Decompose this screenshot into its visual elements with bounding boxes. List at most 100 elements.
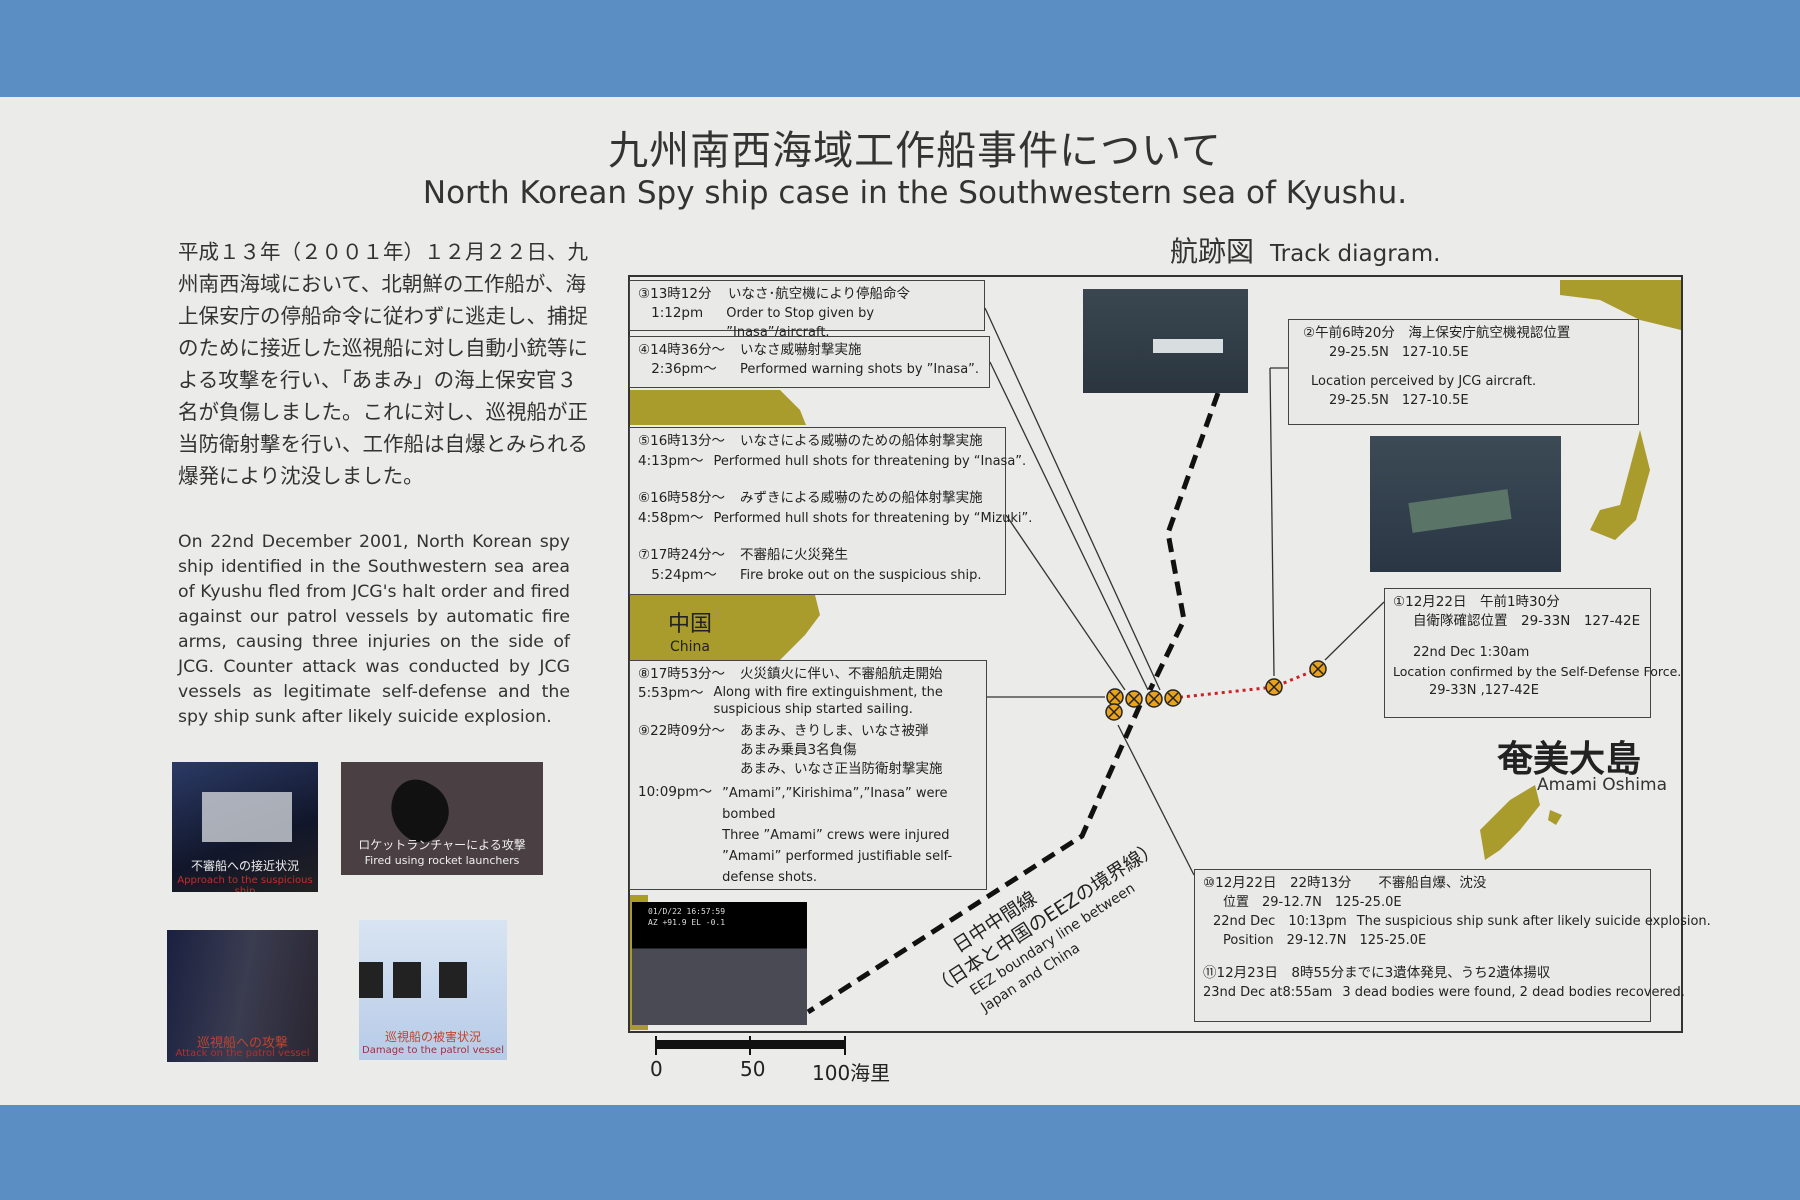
event-time-jp: ⑨22時09分～: [638, 723, 725, 739]
event-jp: 自衛隊確認位置 29-33N 127-42E: [1413, 613, 1641, 629]
photo-caption-en: Attack on the patrol vessel: [175, 1048, 310, 1059]
event-jp: ①12月22日 午前1時30分: [1393, 594, 1560, 610]
island-north-right: [1560, 280, 1681, 330]
event-en: Location confirmed by the Self-Defense F…: [1393, 664, 1682, 679]
event-time-en: 4:13pm～: [638, 452, 704, 469]
photo-caption-jp: ロケットランチャーによる攻撃: [358, 838, 526, 852]
photo-approach: 不審船への接近状況 Approach to the suspicious shi…: [172, 762, 318, 892]
event-jp: 火災鎮火に伴い、不審船航走開始: [740, 666, 943, 682]
photo-caption-jp: 巡視船への攻撃: [196, 1036, 288, 1051]
map-photo-video: 01/D/22 16:57:59 AZ +91.9 EL -0.1: [632, 902, 807, 1025]
event-time-jp: ③13時12分: [638, 286, 712, 302]
event-jp: ②午前6時20分 海上保安庁航空機視認位置: [1303, 325, 1571, 341]
event-jp: いなさ威嚇射撃実施: [740, 342, 862, 358]
photo-caption-jp: 不審船への接近状況: [190, 859, 299, 873]
event-en: Location perceived by JCG aircraft.: [1311, 374, 1537, 389]
track-diagram-heading: 航跡図 Track diagram.: [1170, 230, 1440, 270]
track-heading-jp: 航跡図: [1170, 235, 1255, 268]
china-coast-north: [630, 390, 806, 425]
event-jp: 不審船に火災発生: [740, 547, 848, 563]
map-photo-spyship: [1370, 436, 1561, 572]
video-timestamp: 01/D/22 16:57:59: [648, 907, 726, 916]
event-time-jp: ④14時36分～: [638, 342, 725, 358]
scale-label-50: 50: [740, 1057, 766, 1081]
event-time-jp: ⑤16時13分～: [638, 433, 725, 449]
ship-track: [1147, 392, 1221, 692]
event-jp: いなさによる威嚇のための船体射撃実施: [740, 433, 983, 449]
event-1-box: ①12月22日 午前1時30分 自衛隊確認位置 29-33N 127-42E 2…: [1384, 588, 1682, 718]
event-time-jp: ⑧17時53分～: [638, 666, 725, 682]
amami-island: [1480, 785, 1540, 860]
event-en: Performed hull shots for threatening by …: [713, 510, 1033, 526]
islet: [1548, 810, 1562, 825]
event-en: Along with fire extinguishment, the susp…: [713, 685, 943, 717]
event-2-box: ②午前6時20分 海上保安庁航空機視認位置 29-25.5N 127-10.5E…: [1288, 319, 1639, 425]
leader-lines: [984, 307, 1385, 876]
event-jp: あまみ乗員3名負傷: [740, 742, 857, 758]
event-en: Performed warning shots by ”Inasa”.: [740, 362, 980, 377]
event-time-en: 1:12pm: [651, 305, 704, 321]
red-track: [1172, 667, 1319, 700]
china-jp: 中国: [668, 612, 713, 637]
event-jp: みずきによる威嚇のための船体射撃実施: [740, 490, 983, 506]
photo-caption-en: Damage to the patrol vessel: [362, 1045, 504, 1056]
event-en: The suspicious ship sunk after likely su…: [1356, 914, 1711, 929]
event-en: ”Amami” performed justifiable self-defen…: [722, 849, 953, 885]
event-markers: [1105, 660, 1327, 721]
map-photo-patrol: [1083, 289, 1248, 393]
event-marker: [1125, 690, 1143, 708]
event-marker: [1265, 678, 1283, 696]
event-jp: ⑩12月22日 22時13分 不審船自爆、沈没: [1203, 875, 1487, 891]
event-10-11-box: ⑩12月22日 22時13分 不審船自爆、沈没 位置 29-12.7N 125-…: [1194, 869, 1711, 1022]
photo-damage: 巡視船の被害状況 Damage to the patrol vessel: [359, 920, 507, 1060]
title-jp: 九州南西海域工作船事件について: [608, 128, 1222, 174]
event-position: 位置 29-12.7N 125-25.0E: [1223, 895, 1402, 910]
event-marker: [1105, 703, 1123, 721]
label-amami-en: Amami Oshima: [1537, 775, 1668, 795]
event-time-en: 5:24pm～: [651, 566, 717, 583]
photo-caption-en: Fired using rocket launchers: [364, 854, 520, 867]
event-jp: あまみ、きりしま、いなさ被弾: [740, 723, 929, 739]
event-marker: [1164, 689, 1182, 707]
event-time-en: 10:09pm～: [638, 784, 713, 800]
event-marker: [1106, 688, 1124, 706]
event-date-en: 22nd Dec 1:30am: [1413, 645, 1530, 660]
track-heading-en: Track diagram.: [1270, 241, 1441, 267]
event-jp: いなさ･航空機により停船命令: [728, 286, 910, 302]
label-china: 中国 China: [668, 614, 712, 658]
photo-caption-en: Approach to the suspicious ship: [177, 875, 313, 892]
island-chain: [1590, 430, 1650, 540]
event-time-jp: ⑦17時24分～: [638, 547, 725, 563]
event-marker: [1145, 690, 1163, 708]
scale-bar: [655, 1036, 846, 1055]
event-time-en: 2:36pm～: [651, 361, 717, 377]
video-azimuth: AZ +91.9 EL -0.1: [648, 918, 726, 927]
china-coast-south: [630, 595, 820, 660]
event-jp: あまみ、いなさ正当防衛射撃実施: [740, 761, 943, 777]
china-en: China: [670, 639, 710, 655]
event-en: Fire broke out on the suspicious ship.: [740, 567, 982, 583]
event-jp: ⑪12月23日 8時55分までに3遺体発見、うち2遺体揚収: [1203, 965, 1551, 981]
event-en: 3 dead bodies were found, 2 dead bodies …: [1342, 985, 1685, 1000]
event-time-en: 4:58pm～: [638, 509, 704, 526]
event-en: ”Amami”,”Kirishima”,”Inasa” were bombed: [722, 786, 948, 822]
photo-attack: 巡視船への攻撃 Attack on the patrol vessel: [167, 930, 318, 1062]
event-time-en: 5:53pm～: [638, 685, 704, 701]
event-marker: [1309, 660, 1327, 678]
track-diagram-map: [628, 275, 1683, 1033]
event-date-en: 22nd Dec 10:13pm: [1213, 914, 1347, 929]
event-position: 29-25.5N 127-10.5E: [1329, 345, 1469, 360]
scale-label-100: 100海里: [812, 1061, 891, 1085]
intro-jp: 平成１３年（２００１年）１２月２２日、九州南西海域において、北朝鮮の工作船が、海…: [178, 240, 588, 488]
event-position: 29-33N ,127-42E: [1429, 683, 1540, 698]
event-en: Three ”Amami” crews were injured: [722, 828, 950, 843]
event-date-en: 23nd Dec at8:55am: [1203, 985, 1333, 1000]
event-8-9-box: ⑧17時53分～ 火災鎮火に伴い、不審船航走開始 5:53pm～ Along wit…: [629, 660, 987, 890]
event-position: Position 29-12.7N 125-25.0E: [1223, 933, 1427, 948]
event-5-7-box: ⑤16時13分～ いなさによる威嚇のための船体射撃実施 4:13pm～ Perfor…: [629, 427, 1032, 595]
scale-label-0: 0: [650, 1057, 663, 1081]
event-position: 29-25.5N 127-10.5E: [1329, 393, 1469, 408]
label-amami-jp: 奄美大島: [1497, 739, 1642, 780]
